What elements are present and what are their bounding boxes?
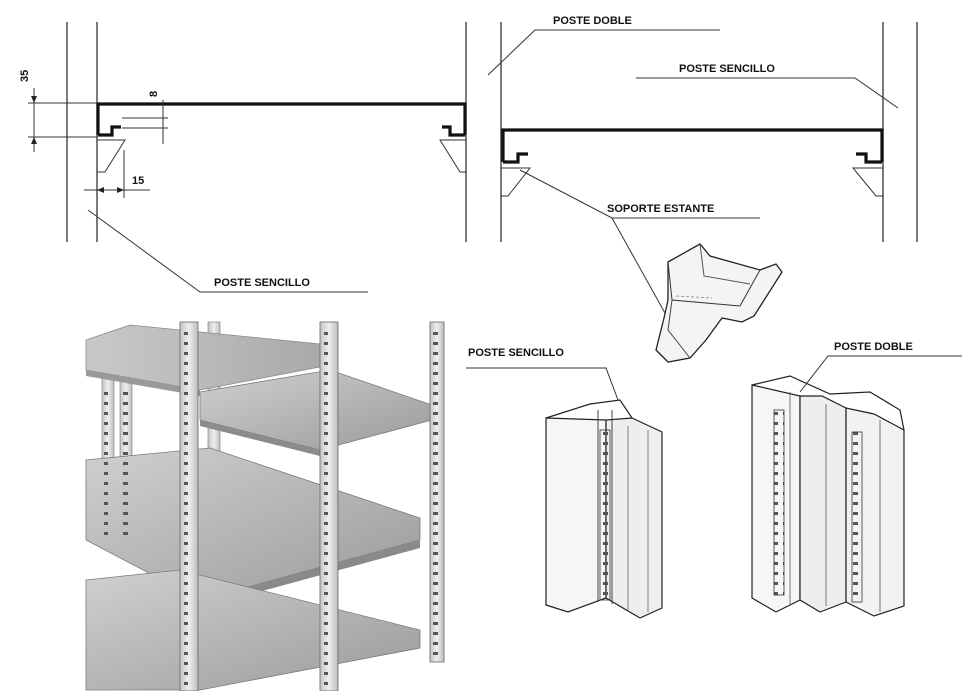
leader-double-post-bottom	[799, 355, 962, 393]
single-post-slots	[599, 429, 611, 601]
double-post-slots-left	[773, 409, 785, 596]
label-single-post-bottom: POSTE SENCILLO	[468, 347, 564, 359]
shelf-profile	[96, 102, 467, 135]
label-single-post-top-right: POSTE SENCILLO	[679, 63, 775, 75]
double-post-slots-right	[851, 431, 863, 603]
shelf-support-bracket	[655, 243, 783, 363]
leader-single-post-bottom	[466, 367, 619, 401]
double-post-3d: POSTE DOBLE	[751, 341, 962, 617]
right-bracket-right	[851, 167, 884, 197]
label-double-post-bottom: POSTE DOBLE	[834, 341, 913, 353]
label-double-post-top: POSTE DOBLE	[553, 15, 632, 27]
label-single-post-top-left: POSTE SENCILLO	[214, 277, 310, 289]
bottom-shelf	[85, 569, 421, 691]
left-bracket	[96, 139, 126, 173]
label-shelf-support: SOPORTE ESTANTE	[607, 203, 714, 215]
dim-8-label: 8	[148, 91, 160, 97]
dim-35-label: 35	[19, 70, 31, 82]
shelf-right-hook	[442, 125, 465, 137]
left-bracket-right	[500, 167, 532, 197]
right-bracket	[439, 139, 467, 173]
section-view-single-posts: 35 8 15 POSTE SENCILLO	[19, 22, 467, 293]
section-view-double-post: POSTE DOBLE POSTE SENCILLO SOPORTE ESTAN…	[487, 15, 918, 341]
leader-single-post-top	[87, 209, 368, 293]
leader-double-post-top	[487, 29, 720, 76]
leader-single-post-right	[636, 77, 899, 109]
shelving-unit-3d	[85, 321, 445, 691]
shelf-profile-right	[501, 128, 884, 162]
dim-15-label: 15	[132, 175, 144, 187]
shelf-left-hook	[98, 125, 121, 137]
single-post-3d: POSTE SENCILLO	[466, 347, 663, 619]
